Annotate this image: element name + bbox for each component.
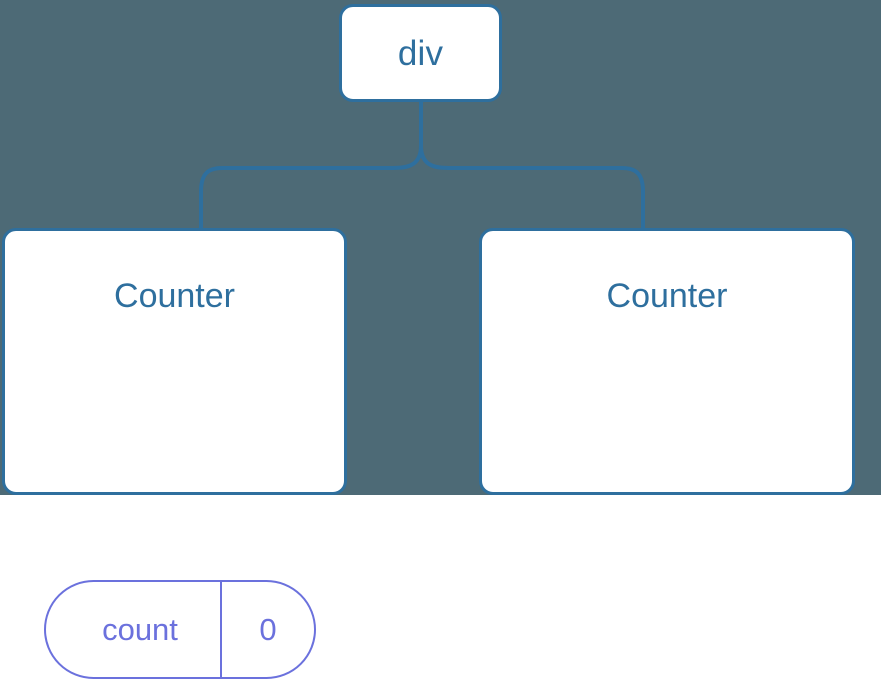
- node-div[interactable]: div: [339, 4, 502, 102]
- connector-path-right: [419, 100, 645, 230]
- counter-right-content: Counter count 1: [482, 231, 852, 492]
- state-pill-left[interactable]: count 0: [44, 580, 316, 679]
- counter-left-title: Counter: [114, 277, 235, 315]
- counter-right-title: Counter: [606, 277, 728, 315]
- state-value-left: 0: [259, 612, 277, 647]
- connector-path-left: [199, 100, 423, 230]
- counter-left-content: Counter count 0: [5, 231, 344, 679]
- state-key-left: count: [46, 582, 222, 677]
- node-counter-right[interactable]: Counter count 1: [479, 228, 855, 495]
- node-div-label: div: [397, 33, 444, 73]
- node-counter-left[interactable]: Counter count 0: [2, 228, 347, 679]
- tree-connector: [199, 100, 645, 230]
